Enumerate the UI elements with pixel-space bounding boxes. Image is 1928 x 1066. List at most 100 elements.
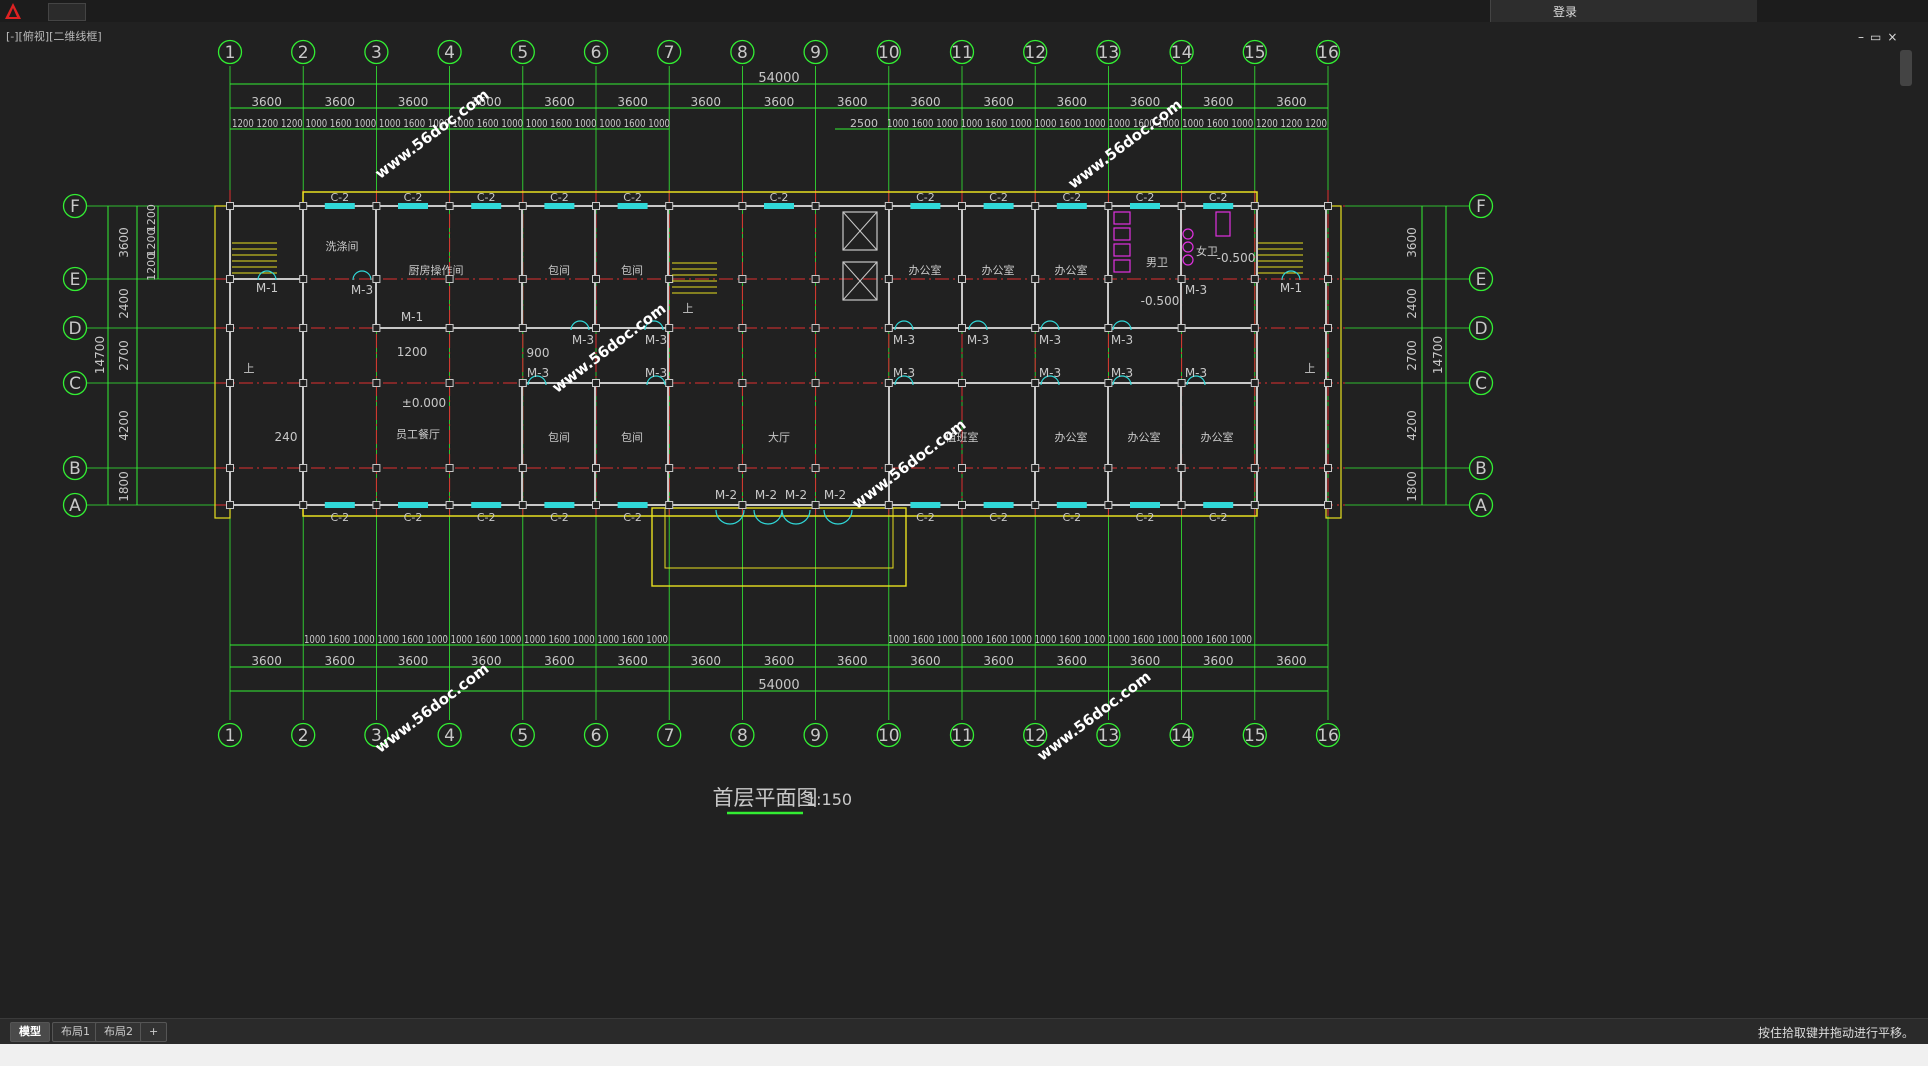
axis-letter: C [1475, 374, 1487, 394]
axis-bubble [62, 370, 88, 396]
signin-button[interactable]: 登录 [1553, 5, 1578, 19]
door-label-m3: M-3 [527, 366, 549, 380]
elevator-cross [842, 261, 878, 301]
quick-access-dropdown-button[interactable] [48, 3, 86, 21]
structural-column [738, 379, 747, 387]
structural-column [226, 501, 234, 509]
door-swing [646, 375, 666, 386]
row-dimension-left: 3600 [117, 227, 131, 258]
structural-column [665, 324, 674, 332]
bay-dimension-top: 3600 [398, 95, 429, 109]
structural-column [299, 464, 308, 472]
structural-column [299, 202, 308, 210]
window-label-bottom: C-2 [623, 511, 642, 524]
structural-column [518, 464, 527, 472]
elevator-shaft [842, 211, 878, 251]
drawing-title: 首层平面图 [713, 786, 818, 810]
bay-dimension-bottom: 3600 [325, 654, 356, 668]
axis-bubble [876, 722, 901, 748]
sink-fixture [1182, 254, 1194, 266]
axis-bubble [62, 492, 88, 518]
add-layout-tab-button[interactable]: + [140, 1022, 168, 1042]
door-label-m3: M-3 [1185, 366, 1207, 380]
axis-bubble [583, 722, 609, 748]
structural-column [299, 501, 308, 509]
window-c2-top [324, 203, 355, 209]
axis-letter: E [70, 270, 81, 290]
row-dimension-left: 4200 [117, 410, 131, 441]
window-c2-top [764, 203, 794, 209]
autocad-logo-icon[interactable] [4, 2, 22, 20]
axis-bubble [583, 39, 609, 65]
axis-bubble [1096, 39, 1121, 65]
layout-tab[interactable]: 模型 [10, 1022, 50, 1042]
structural-column [884, 501, 893, 509]
axis-number: 8 [737, 43, 748, 63]
axis-bubble [437, 39, 462, 65]
window-c2-bottom [910, 502, 941, 508]
layout-tab[interactable]: 布局2 [95, 1022, 142, 1042]
entrance-canopy [651, 507, 907, 587]
toilet-fixture [1215, 211, 1231, 237]
axis-number: 14 [1171, 726, 1193, 746]
detail-dimension-top-left: 1200 1200 1200 1000 1600 1000 1000 1600 … [232, 117, 670, 130]
structural-column [518, 379, 527, 387]
watermark-text: www.56doc.com [1034, 667, 1155, 764]
structural-column [1324, 464, 1332, 472]
viewport-window-controls[interactable]: –▭× [1858, 30, 1904, 44]
axis-number: 3 [371, 43, 382, 63]
viewport-label[interactable]: [-][俯视][二维线框] [6, 30, 102, 43]
door-label-m3: M-3 [1111, 333, 1133, 347]
window-label-top: C-2 [770, 191, 789, 204]
axis-letter: D [1474, 319, 1487, 339]
axis-bubble [1468, 315, 1494, 341]
bay-dimension-bottom: 3600 [837, 654, 868, 668]
level-mark-zero: ±0.000 [402, 396, 446, 410]
axis-number: 2 [298, 43, 309, 63]
axis-bubble [217, 722, 243, 748]
structural-column [592, 379, 600, 387]
door-swing [1112, 375, 1132, 386]
toilet-fixture [1113, 259, 1131, 273]
room-label: 包间 [548, 431, 570, 444]
structural-column [1324, 202, 1332, 210]
axis-bubble [1023, 39, 1048, 65]
axis-bubble [657, 39, 682, 65]
structural-column [1177, 324, 1186, 332]
door-swing [715, 509, 745, 525]
structural-column [592, 275, 600, 283]
room-label: 值班室 [946, 430, 979, 444]
structural-column [884, 202, 893, 210]
bay-dimension-top: 3600 [1130, 95, 1161, 109]
axis-letter: E [1476, 270, 1487, 290]
axis-bubble [803, 39, 828, 65]
stair-up-label: 上 [683, 302, 694, 315]
axis-number: 6 [591, 43, 602, 63]
watermark-text: www.56doc.com [849, 415, 970, 512]
row-dimension-right: 1800 [1405, 471, 1419, 502]
vertical-scrollbar[interactable] [1900, 50, 1912, 86]
title-bar: 登录 [0, 0, 1928, 22]
bay-dimension-bottom: 3600 [471, 654, 502, 668]
room-label: 员工餐厅 [396, 427, 440, 441]
total-width-bottom: 54000 [758, 678, 799, 693]
structural-column [811, 275, 820, 283]
axis-number: 8 [737, 726, 748, 746]
room-label: 包间 [548, 264, 570, 277]
axis-letter: F [1476, 197, 1486, 217]
structural-column [1031, 275, 1040, 283]
axis-number: 1 [225, 43, 236, 63]
axis-bubble [510, 39, 535, 65]
axis-letter: A [69, 496, 81, 516]
structural-column [738, 464, 747, 472]
axis-number: 12 [1024, 43, 1046, 63]
bay-dimension-bottom: 3600 [1203, 654, 1234, 668]
bay-dimension-bottom: 3600 [251, 654, 282, 668]
door-label-m1: M-1 [401, 310, 423, 324]
structural-column [445, 324, 454, 332]
layout-tab[interactable]: 布局1 [52, 1022, 99, 1042]
room-label: 包间 [621, 431, 643, 444]
total-depth-right: 14700 [1431, 336, 1445, 374]
room-label: 洗涤间 [326, 239, 359, 253]
